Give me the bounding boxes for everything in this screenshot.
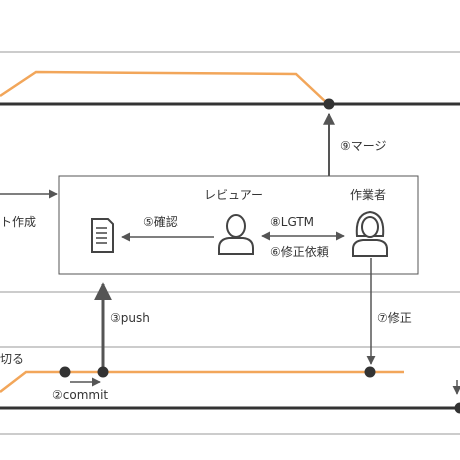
branch-commit-node-3 bbox=[364, 366, 376, 378]
worker-label: 作業者 bbox=[350, 188, 386, 202]
reviewer-label: レビュアー bbox=[204, 188, 263, 202]
document-icon bbox=[91, 218, 114, 253]
push-label: ③push bbox=[110, 311, 150, 325]
reviewer-person-icon bbox=[218, 214, 254, 255]
upper-branch-line bbox=[0, 70, 329, 105]
fix-label: ⑦修正 bbox=[377, 310, 412, 325]
merge-commit-node bbox=[323, 98, 335, 110]
fix-request-label: ⑥修正依頼 bbox=[270, 244, 329, 259]
lower-branch-line bbox=[0, 370, 404, 393]
pr-create-label: ト作成 bbox=[0, 215, 36, 229]
commit-label: ②commit bbox=[52, 388, 108, 402]
branch-commit-node-1 bbox=[59, 366, 71, 378]
merge-label: ⑨マージ bbox=[340, 139, 387, 153]
confirm-label: ⑤確認 bbox=[143, 214, 178, 229]
branch-commit-node-2 bbox=[97, 366, 109, 378]
lower-main-node bbox=[454, 402, 460, 414]
cut-label: 切る bbox=[0, 352, 24, 366]
worker-person-icon bbox=[352, 210, 388, 257]
lgtm-label: ⑧LGTM bbox=[270, 215, 314, 229]
